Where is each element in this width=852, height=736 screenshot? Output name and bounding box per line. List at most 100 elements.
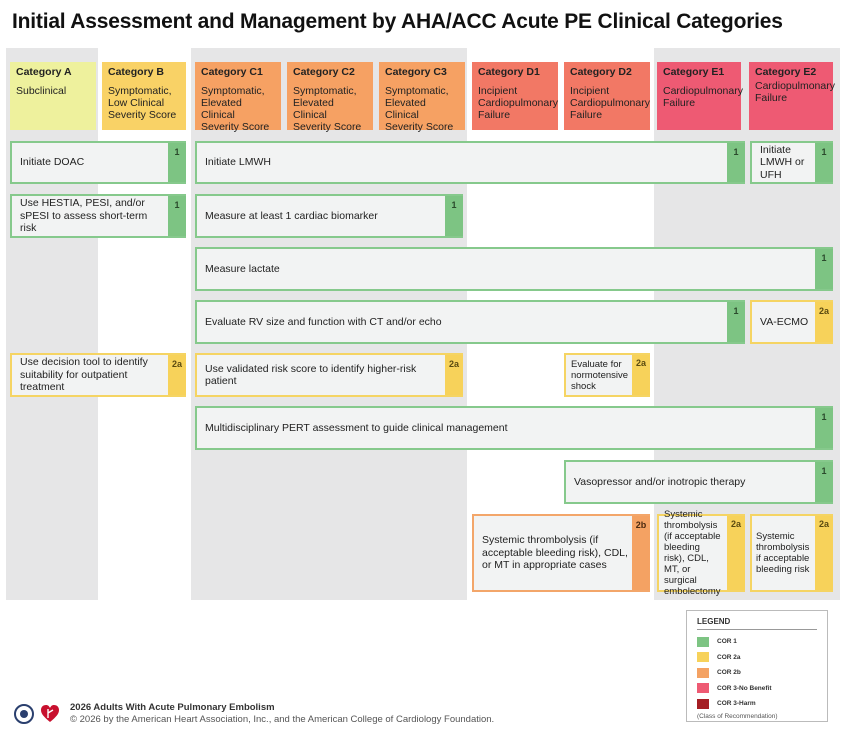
page-title: Initial Assessment and Management by AHA… [12,10,783,33]
legend-item: COR 2b [697,665,817,681]
header-category-c1: Category C1 Symptomatic, Elevated Clinic… [195,62,281,133]
header-category-d2: Category D2 Incipient Cardiopulmonary Fa… [564,62,650,130]
rec-text: Multidisciplinary PERT assessment to gui… [205,421,508,434]
rec-text: Systemic thrombolysis (if acceptable ble… [482,534,628,572]
header-category-c2: Category C2 Symptomatic, Elevated Clinic… [287,62,373,133]
cor-badge: 2a [445,355,463,395]
rec-text: Use decision tool to identify suitabilit… [20,356,148,394]
cor-badge: 1 [815,462,833,502]
rec-decision-tool: Use decision tool to identify suitabilit… [10,353,186,397]
cor-badge: 1 [815,249,833,289]
cor-badge: 2a [815,302,833,342]
category-desc: Symptomatic, Low Clinical Severity Score [108,85,177,121]
legend-swatch [697,683,709,694]
category-name: Category E2 [755,66,817,78]
rec-validated-risk-score: Use validated risk score to identify hig… [195,353,463,397]
cor-badge: 1 [815,143,833,182]
footer-guideline-title: 2026 Adults With Acute Pulmonary Embolis… [70,702,275,713]
legend-label: COR 3-Harm [717,700,756,708]
legend-item: COR 2a [697,650,817,666]
header-category-b: Category B Symptomatic, Low Clinical Sev… [102,62,186,130]
rec-text: Initiate LMWH or UFH [760,143,805,181]
legend-note: (Class of Recommendation) [697,712,778,720]
rec-text: Initiate LMWH [205,156,271,169]
cor-badge: 2a [727,516,745,590]
legend-item: COR 3-Harm [697,696,817,712]
rec-text: Initiate DOAC [20,156,85,169]
cor-badge: 1 [168,143,186,182]
cor-badge: 2a [815,516,833,590]
legend: LEGEND COR 1 COR 2a COR 2b COR 3-No Bene… [686,610,828,722]
header-category-a: Category A Subclinical [10,62,96,130]
legend-swatch [697,667,709,678]
category-name: Category D1 [478,66,540,78]
legend-item: COR 3-No Benefit [697,681,817,697]
category-name: Category B [108,66,165,78]
rec-initiate-doac: Initiate DOAC 1 [10,141,186,184]
category-name: Category A [16,66,72,78]
rec-initiate-lmwh-or-ufh: Initiate LMWH or UFH 1 [750,141,833,184]
category-desc: Symptomatic, Elevated Clinical Severity … [201,85,270,133]
header-category-d1: Category D1 Incipient Cardiopulmonary Fa… [472,62,558,130]
legend-label: COR 2a [717,653,741,661]
rec-thrombolysis-d: Systemic thrombolysis (if acceptable ble… [472,514,650,592]
category-name: Category E1 [663,66,725,78]
legend-label: COR 1 [717,638,737,646]
cor-badge: 1 [168,196,186,236]
legend-swatch [697,652,709,663]
header-category-e2: Category E2 Cardiopulmonary Failure [749,62,835,130]
legend-label: COR 3-No Benefit [717,684,772,692]
category-name: Category C3 [385,66,447,78]
rec-text: Measure at least 1 cardiac biomarker [205,209,378,222]
rec-text: Use HESTIA, PESI, and/or sPESI to assess… [20,197,148,235]
header-category-e1: Category E1 Cardiopulmonary Failure [657,62,743,130]
legend-title: LEGEND [697,617,817,630]
cor-badge: 1 [727,302,745,342]
rec-thrombolysis-e1: Systemic thrombolysis (if acceptable ble… [657,509,745,597]
category-name: Category C1 [201,66,263,78]
rec-text: Measure lactate [205,262,280,275]
rec-cardiac-biomarker: Measure at least 1 cardiac biomarker 1 [195,194,463,238]
rec-text: Systemic thrombolysis if acceptable blee… [756,531,810,575]
legend-swatch [697,636,709,647]
column-bg-a [6,48,98,600]
legend-swatch [697,698,709,709]
rec-evaluate-rv: Evaluate RV size and function with CT an… [195,300,745,344]
rec-vasopressor: Vasopressor and/or inotropic therapy 1 [564,460,833,504]
category-name: Category D2 [570,66,632,78]
cor-badge: 1 [445,196,463,236]
rec-text: Use validated risk score to identify hig… [205,362,417,388]
cor-badge: 2a [632,355,650,395]
rec-thrombolysis-e2: Systemic thrombolysis if acceptable blee… [750,514,833,592]
aha-logo-icon [41,705,59,722]
header-category-c3: Category C3 Symptomatic, Elevated Clinic… [379,62,465,133]
rec-initiate-lmwh: Initiate LMWH 1 [195,141,745,184]
category-desc: Incipient Cardiopulmonary Failure [478,85,558,121]
rec-va-ecmo: VA-ECMO 2a [750,300,833,344]
legend-label: COR 2b [717,669,741,677]
category-desc: Incipient Cardiopulmonary Failure [570,85,650,121]
category-desc: Symptomatic, Elevated Clinical Severity … [385,85,454,133]
rec-text: Vasopressor and/or inotropic therapy [574,475,746,488]
rec-text: VA-ECMO [760,315,809,328]
rec-pert-assessment: Multidisciplinary PERT assessment to gui… [195,406,833,450]
rec-hestia-pesi: Use HESTIA, PESI, and/or sPESI to assess… [10,194,186,238]
rec-measure-lactate: Measure lactate 1 [195,247,833,291]
cor-badge: 2b [632,516,650,590]
category-desc: Subclinical [16,85,67,97]
rec-text: Systemic thrombolysis (if acceptable ble… [664,509,721,597]
cor-badge: 1 [815,408,833,448]
footer-copyright: © 2026 by the American Heart Association… [70,714,495,725]
category-grid: Category A Subclinical Category B Sympto… [6,48,840,600]
legend-item: COR 1 [697,634,817,650]
rec-normotensive-shock: Evaluate for normotensive shock 2a [564,353,650,397]
cor-badge: 1 [727,143,745,182]
category-name: Category C2 [293,66,355,78]
category-desc: Symptomatic, Elevated Clinical Severity … [293,85,362,133]
cor-badge: 2a [168,355,186,395]
category-desc: Cardiopulmonary Failure [663,85,743,109]
rec-text: Evaluate for normotensive shock [571,358,629,392]
acc-logo-icon [14,704,34,724]
category-desc: Cardiopulmonary Failure [755,80,835,104]
rec-text: Evaluate RV size and function with CT an… [205,315,442,328]
